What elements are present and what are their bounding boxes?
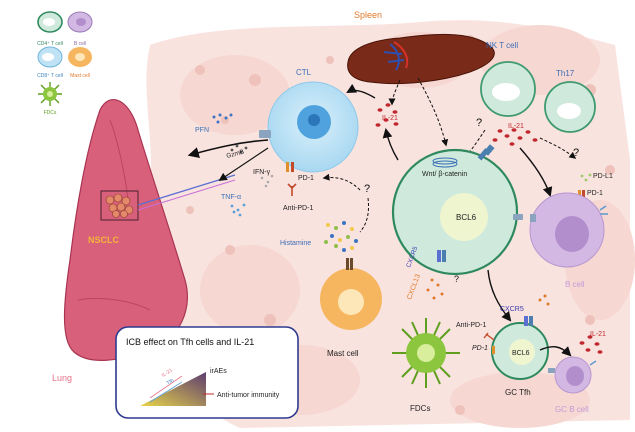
question-mark-3: ? <box>454 274 459 284</box>
question-mark-1: ? <box>476 117 482 129</box>
tumor-label: NSCLC <box>88 235 119 245</box>
gzmb-label: GzmB <box>226 148 245 159</box>
pd1-b-label: PD-1 <box>587 190 603 197</box>
gc-tfh-cell: BCL6 GC Tfh CXCR5 Anti-PD-1 PD-1 <box>456 269 572 397</box>
mast-label: Mast cell <box>327 349 359 358</box>
il21-nkt-cluster: IL-21 ? ? <box>458 117 579 197</box>
legend-fdcs: FDCs <box>38 82 62 116</box>
question-mark-4: ? <box>364 183 370 195</box>
pdl1-label: PD-L1 <box>593 173 613 180</box>
gc-tfh-label: GC Tfh <box>505 388 531 397</box>
il21-gc-label: IL-21 <box>590 331 606 338</box>
spleen: Spleen <box>347 10 495 85</box>
b-cell-label: B cell <box>565 280 585 289</box>
gc-b-cell: GC B cell <box>548 356 597 414</box>
icb-il21-label: IL-21 <box>161 367 174 378</box>
th17-cell: Th17 <box>544 69 596 133</box>
icb-title: ICB effect on Tfh cells and IL-21 <box>126 337 254 347</box>
anti-pd1-gc-label: Anti-PD-1 <box>456 322 486 329</box>
question-mark-2: ? <box>573 147 579 159</box>
lung-label: Lung <box>52 373 72 383</box>
pd1-ctl-label: PD-1 <box>298 175 314 182</box>
ifn-label: IFN-γ <box>253 169 271 176</box>
legend: CD4⁺ T cell B cell CD8⁺ T cell Mast cell… <box>37 11 93 116</box>
icb-iraes-label: irAEs <box>210 368 227 375</box>
legend-b-cell: B cell <box>67 11 93 47</box>
histamine-granules <box>324 221 358 252</box>
nkt-cell: NK T cell <box>480 41 536 117</box>
icb-tfh-label: Tfh <box>166 378 176 387</box>
legend-cd8-t-cell: CD8⁺ T cell <box>37 46 63 79</box>
pd1-gc-label: PD-1 <box>472 345 488 352</box>
cxcr5-gc-label: CXCR5 <box>500 306 524 313</box>
legend-b-cell-label: B cell <box>74 41 86 47</box>
legend-cd4-label: CD4⁺ T cell <box>37 41 63 47</box>
icb-effect-box: ICB effect on Tfh cells and IL-21 IL-21 … <box>115 326 299 419</box>
tnf-label: TNF-α <box>221 194 241 201</box>
b-cell: B cell <box>529 192 608 289</box>
legend-fdcs-label: FDCs <box>44 110 57 116</box>
fdc-cell: FDCs <box>392 318 460 413</box>
bcl6-main-label: BCL6 <box>456 213 477 222</box>
fdcs-label: FDCs <box>410 404 430 413</box>
ctl-effectors: PFN GzmB IFN-γ TNF-α PD-1 Anti-PD-1 <box>187 113 314 217</box>
spleen-label: Spleen <box>354 10 382 20</box>
wnt-label: Wnt/ β-catenin <box>422 171 467 178</box>
legend-mast-cell: Mast cell <box>68 47 92 79</box>
anti-pd1-ctl-label: Anti-PD-1 <box>283 205 313 212</box>
histamine-label: Histamine <box>280 240 311 247</box>
il21-nkt-label: IL-21 <box>508 123 524 130</box>
gc-b-label: GC B cell <box>555 405 589 414</box>
il21-ctl-label: IL-21 <box>382 115 398 122</box>
ctl-cell: CTL <box>259 68 359 173</box>
icb-anti-tumor-label: Anti-tumor immunity <box>217 392 280 399</box>
tfh-cell-main: BCL6 Wnt/ β-catenin CXCR5 ? <box>391 148 523 284</box>
tumor-cells <box>105 193 134 218</box>
bcl6-gc-label: BCL6 <box>512 350 530 357</box>
ctl-label: CTL <box>296 68 312 77</box>
pfn-label: PFN <box>195 127 209 134</box>
nkt-label: NK T cell <box>486 41 518 50</box>
th17-label: Th17 <box>556 69 575 78</box>
il21-gc-cluster: IL-21 <box>579 331 606 354</box>
legend-cd8-label: CD8⁺ T cell <box>37 73 63 79</box>
legend-mast-label: Mast cell <box>70 73 90 79</box>
mast-cell: Mast cell Histamine ? <box>280 173 382 358</box>
legend-cd4-t-cell: CD4⁺ T cell <box>37 11 63 47</box>
